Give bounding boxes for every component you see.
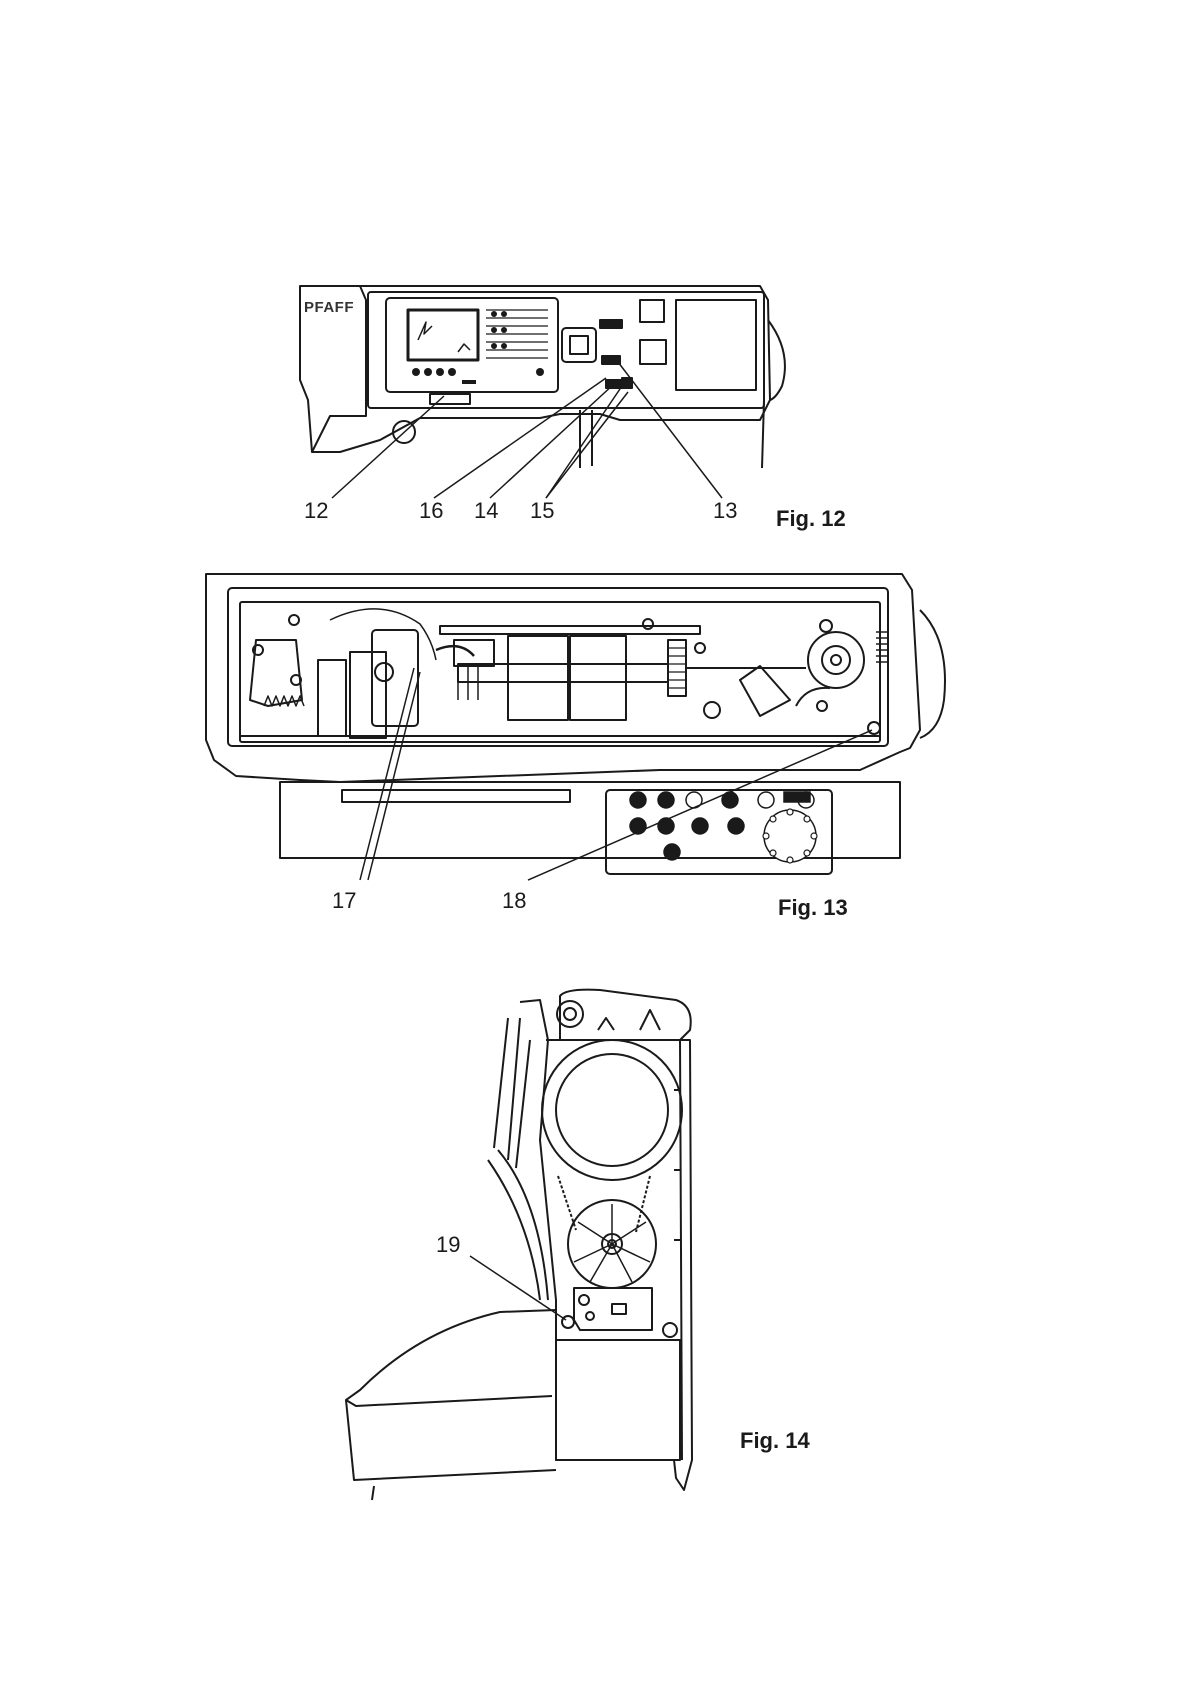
callout-13: 13: [713, 500, 737, 522]
figure-14-drawing: [0, 960, 1190, 1520]
figure-12: PFAFF 12 16 14 15 13 Fig. 12: [0, 0, 1190, 540]
figure-14: 19 Fig. 14: [0, 960, 1190, 1520]
figure-13-drawing: [0, 560, 1190, 940]
caption-fig-12: Fig. 12: [776, 508, 846, 530]
callout-14: 14: [474, 500, 498, 522]
figure-13: 17 18 Fig. 13: [0, 560, 1190, 940]
pfaff-logo: PFAFF: [304, 299, 354, 316]
figure-12-drawing: PFAFF: [0, 0, 1190, 540]
callout-16: 16: [419, 500, 443, 522]
callout-15: 15: [530, 500, 554, 522]
caption-fig-14: Fig. 14: [740, 1430, 810, 1452]
callout-18: 18: [502, 890, 526, 912]
callout-12: 12: [304, 500, 328, 522]
callout-17: 17: [332, 890, 356, 912]
callout-19: 19: [436, 1234, 460, 1256]
caption-fig-13: Fig. 13: [778, 897, 848, 919]
